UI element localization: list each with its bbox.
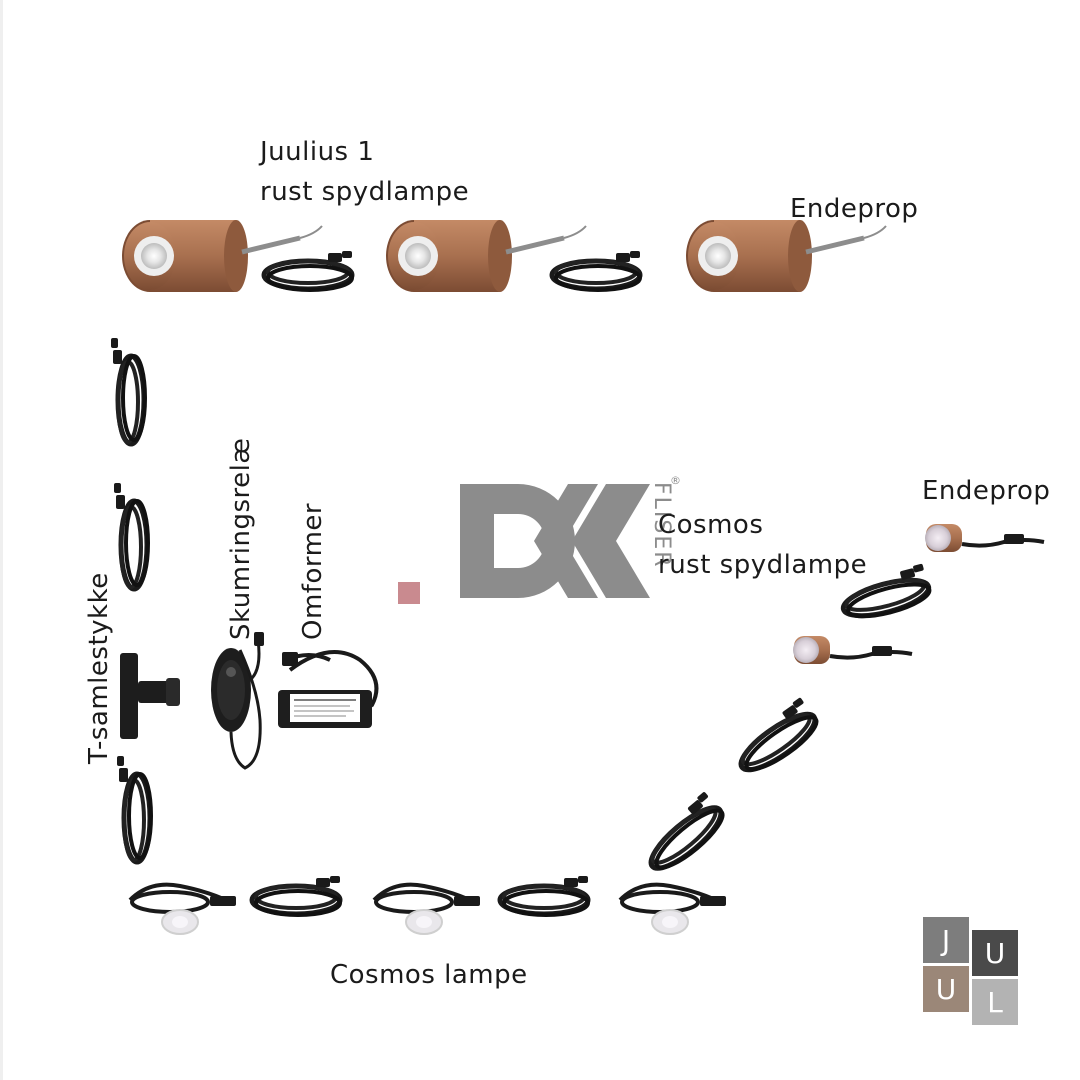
extension-cable [111, 338, 145, 444]
t-connector [120, 653, 180, 739]
juulius-lamp-3 [686, 220, 886, 292]
logo-box-l: L [972, 979, 1018, 1025]
cosmos-lamp-3 [618, 882, 728, 936]
extension-cable [637, 791, 729, 877]
extension-cable [117, 756, 151, 862]
label-juulius-line2: rust spydlampe [260, 177, 470, 207]
label-omformer: Omformer [298, 502, 328, 640]
logo-box-u1: U [972, 930, 1018, 976]
extension-cable [252, 876, 340, 915]
cosmos-rust-lamp-2 [923, 522, 1046, 554]
logo-box-j: J [923, 917, 969, 963]
label-skumringsrelae: Skumringsrelæ [226, 437, 256, 640]
label-cosmos-rust-line2: rust spydlampe [658, 550, 868, 580]
registered-mark: ® [670, 474, 681, 487]
cosmos-rust-lamp-1 [791, 634, 914, 666]
label-t-samlestykke: T-samlestykke [84, 572, 114, 764]
dusk-relay [211, 632, 264, 770]
logo-box-u2: U [923, 966, 969, 1012]
transformer [278, 650, 379, 728]
label-cosmos-rust-line1: Cosmos [658, 510, 764, 540]
label-juulius-line1: Juulius 1 [260, 137, 375, 167]
extension-cable [728, 697, 822, 779]
extension-cable [500, 876, 588, 915]
cosmos-lamp-2 [372, 882, 482, 936]
label-endeprop-top: Endeprop [790, 194, 919, 224]
extension-cable [552, 251, 640, 290]
extension-cable [114, 483, 148, 589]
watermark-logo [460, 484, 650, 598]
cosmos-lamp-1 [128, 882, 238, 936]
extension-cable [264, 251, 352, 290]
left-edge-line [0, 0, 3, 1080]
label-endeprop-right: Endeprop [922, 476, 1051, 506]
label-cosmos-lampe: Cosmos lampe [330, 960, 528, 990]
watermark-dot [398, 582, 420, 604]
